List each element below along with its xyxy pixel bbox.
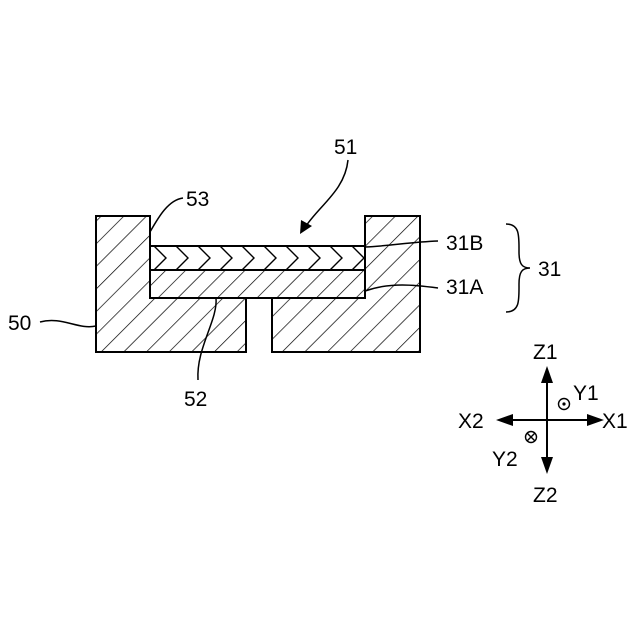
layer-31a [150,270,365,298]
arrow-left-icon [496,414,513,426]
layer-31b [150,246,365,270]
label-31b: 31B [446,232,483,255]
axis-label-x2: X2 [458,410,484,433]
label-31a: 31A [446,276,483,299]
axis-label-y2: Y2 [492,448,518,471]
label-51: 51 [334,136,357,159]
axis-label-z2: Z2 [533,484,558,507]
axis-label-y1: Y1 [573,382,599,405]
axis-label-x1: X1 [602,410,628,433]
axis-label-z1: Z1 [533,341,558,364]
arrow-head-icon [300,220,312,234]
label-50: 50 [8,312,31,335]
arrow-down-icon [541,457,553,474]
label-31: 31 [538,258,561,281]
label-53: 53 [186,188,209,211]
into-page-icon [526,432,537,443]
arrow-up-icon [541,366,553,383]
label-52: 52 [184,388,207,411]
